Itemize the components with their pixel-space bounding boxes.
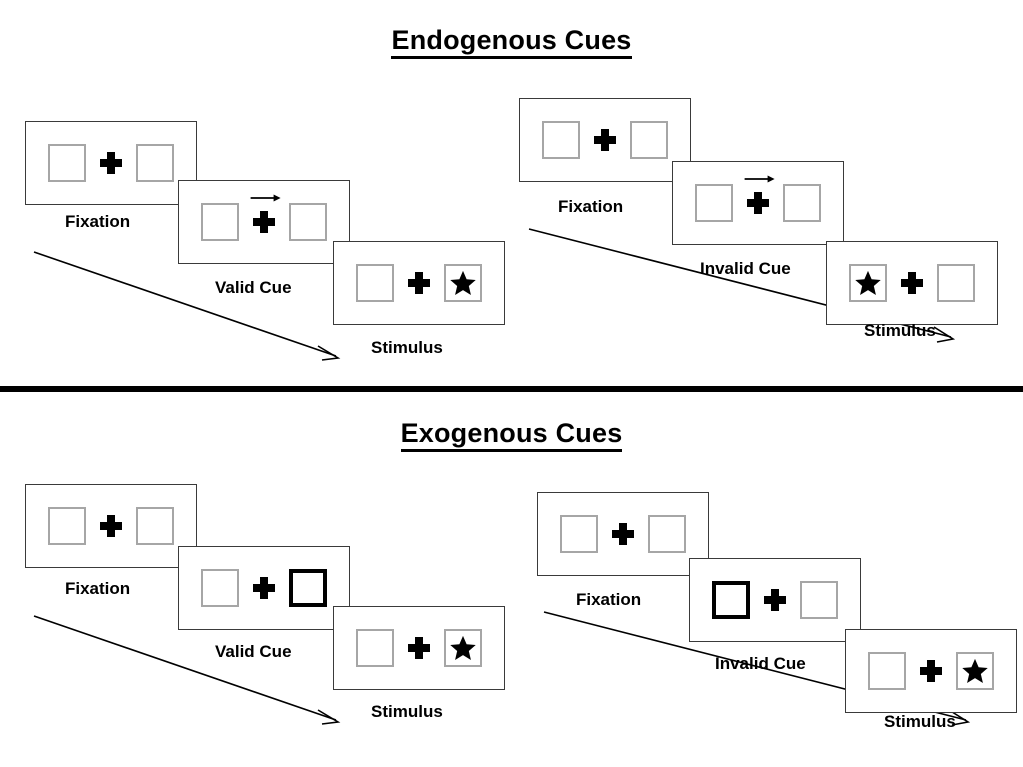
left-placeholder-box	[356, 629, 394, 667]
fixation-center	[100, 515, 122, 537]
frame-contents	[560, 515, 686, 553]
stage-label-invalid-cue-exogenous: Invalid Cue	[715, 654, 806, 673]
fixation-center-with-cue	[250, 194, 281, 233]
frame-contents	[356, 264, 482, 302]
right-placeholder-box	[800, 581, 838, 619]
fixation-cross-icon	[253, 577, 275, 599]
fixation-center	[612, 523, 634, 545]
trial-frame-fixation-exogenous-invalid	[537, 492, 709, 576]
stage-label-fixation-endogenous-invalid: Fixation	[558, 197, 624, 216]
fixation-cross-icon	[594, 129, 616, 151]
trial-frame-fixation-exogenous-valid	[25, 484, 197, 568]
left-placeholder-box	[201, 203, 239, 241]
stage-label-stimulus-endogenous-valid: Stimulus	[371, 338, 443, 357]
stage-label-invalid-cue-endogenous: Invalid Cue	[700, 259, 791, 278]
frame-contents	[712, 581, 838, 619]
fixation-center	[100, 152, 122, 174]
stage-label-stimulus-endogenous-invalid: Stimulus	[864, 321, 936, 340]
star-icon	[854, 269, 882, 297]
right-placeholder-box	[289, 203, 327, 241]
right-placeholder-box	[630, 121, 668, 159]
star-icon	[449, 634, 477, 662]
left-placeholder-box	[560, 515, 598, 553]
frame-contents	[695, 175, 821, 222]
left-placeholder-box-with-target	[849, 264, 887, 302]
fixation-center	[253, 577, 275, 599]
fixation-cross-icon	[747, 192, 769, 214]
fixation-center	[594, 129, 616, 151]
trial-frame-stimulus-endogenous-valid	[333, 241, 505, 325]
trial-frame-invalid-cue-exogenous	[689, 558, 861, 642]
fixation-cross-icon	[100, 515, 122, 537]
right-placeholder-box-with-target	[444, 264, 482, 302]
stage-label-fixation-exogenous-invalid: Fixation	[576, 590, 642, 609]
left-placeholder-box	[542, 121, 580, 159]
left-placeholder-box-cued	[712, 581, 750, 619]
right-placeholder-box	[937, 264, 975, 302]
stage-label-valid-cue-endogenous: Valid Cue	[215, 278, 292, 297]
fixation-cross-icon	[920, 660, 942, 682]
frame-contents	[201, 194, 327, 241]
frame-contents	[48, 507, 174, 545]
frame-contents	[868, 652, 994, 690]
stage-label-fixation-endogenous-valid: Fixation	[65, 212, 131, 231]
fixation-cross-icon	[612, 523, 634, 545]
fixation-center	[408, 272, 430, 294]
fixation-cross-icon	[901, 272, 923, 294]
fixation-center	[920, 660, 942, 682]
right-placeholder-box-with-target	[444, 629, 482, 667]
section-divider	[0, 386, 1023, 392]
fixation-center	[901, 272, 923, 294]
trial-frame-stimulus-endogenous-invalid	[826, 241, 998, 325]
section-title-exogenous: Exogenous Cues	[0, 418, 1023, 452]
left-placeholder-box	[201, 569, 239, 607]
section-title-endogenous: Endogenous Cues	[0, 25, 1023, 59]
right-placeholder-box	[783, 184, 821, 222]
frame-contents	[48, 144, 174, 182]
fixation-cross-icon	[408, 272, 430, 294]
right-placeholder-box-with-target	[956, 652, 994, 690]
arrow-right-cue-icon	[744, 175, 776, 185]
trial-frame-fixation-endogenous-valid	[25, 121, 197, 205]
section-title-endogenous-text: Endogenous Cues	[391, 25, 632, 59]
fixation-center-with-cue	[744, 175, 775, 214]
fixation-cross-icon	[408, 637, 430, 659]
fixation-center	[764, 589, 786, 611]
star-icon	[449, 269, 477, 297]
star-icon	[961, 657, 989, 685]
frame-contents	[542, 121, 668, 159]
section-title-exogenous-text: Exogenous Cues	[400, 418, 623, 452]
frame-contents	[201, 569, 327, 607]
left-placeholder-box	[48, 144, 86, 182]
right-placeholder-box	[136, 507, 174, 545]
trial-frame-invalid-cue-endogenous	[672, 161, 844, 245]
right-placeholder-box	[648, 515, 686, 553]
trial-frame-stimulus-exogenous-invalid	[845, 629, 1017, 713]
trial-frame-stimulus-exogenous-valid	[333, 606, 505, 690]
left-placeholder-box	[356, 264, 394, 302]
fixation-cross-icon	[100, 152, 122, 174]
left-placeholder-box	[48, 507, 86, 545]
left-placeholder-box	[868, 652, 906, 690]
trial-frame-valid-cue-exogenous	[178, 546, 350, 630]
stage-label-valid-cue-exogenous: Valid Cue	[215, 642, 292, 661]
stage-label-fixation-exogenous-valid: Fixation	[65, 579, 131, 598]
fixation-cross-icon	[253, 211, 275, 233]
trial-frame-valid-cue-endogenous	[178, 180, 350, 264]
sequence-arrow-endogenous-valid	[30, 248, 350, 366]
fixation-center	[408, 637, 430, 659]
stage-label-stimulus-exogenous-invalid: Stimulus	[884, 712, 956, 731]
trial-frame-fixation-endogenous-invalid	[519, 98, 691, 182]
fixation-cross-icon	[764, 589, 786, 611]
frame-contents	[356, 629, 482, 667]
right-placeholder-box-cued	[289, 569, 327, 607]
stage-label-stimulus-exogenous-valid: Stimulus	[371, 702, 443, 721]
left-placeholder-box	[695, 184, 733, 222]
right-placeholder-box	[136, 144, 174, 182]
frame-contents	[849, 264, 975, 302]
arrow-right-cue-icon	[250, 194, 282, 204]
